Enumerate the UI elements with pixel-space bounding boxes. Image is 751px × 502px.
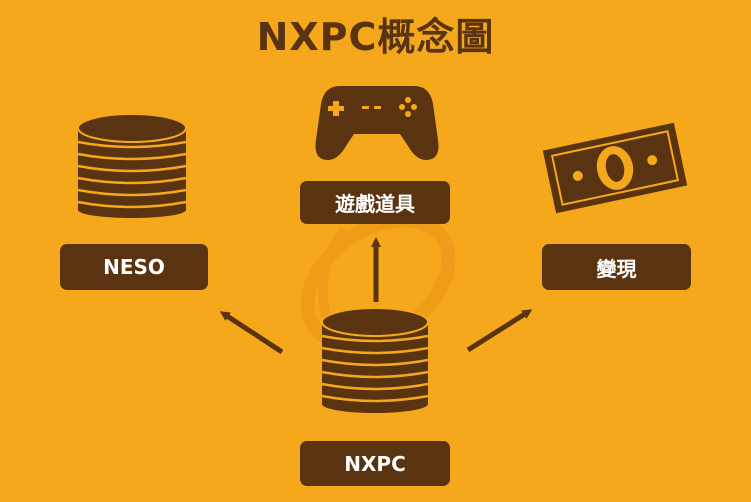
coin-stack-icon <box>321 307 429 413</box>
coin-stack-icon <box>77 113 187 218</box>
gamepad-icon <box>315 86 439 160</box>
arrow-to-cash <box>466 309 533 353</box>
banknote-icon <box>542 122 688 214</box>
node-game-items: 遊戲道具 <box>300 181 450 224</box>
node-nxpc: NXPC <box>300 441 450 486</box>
node-neso: NESO <box>60 244 208 290</box>
diagram-title: NXPC概念圖 <box>256 15 495 59</box>
arrow-to-neso <box>219 311 284 355</box>
node-cash-out: 變現 <box>542 244 691 290</box>
